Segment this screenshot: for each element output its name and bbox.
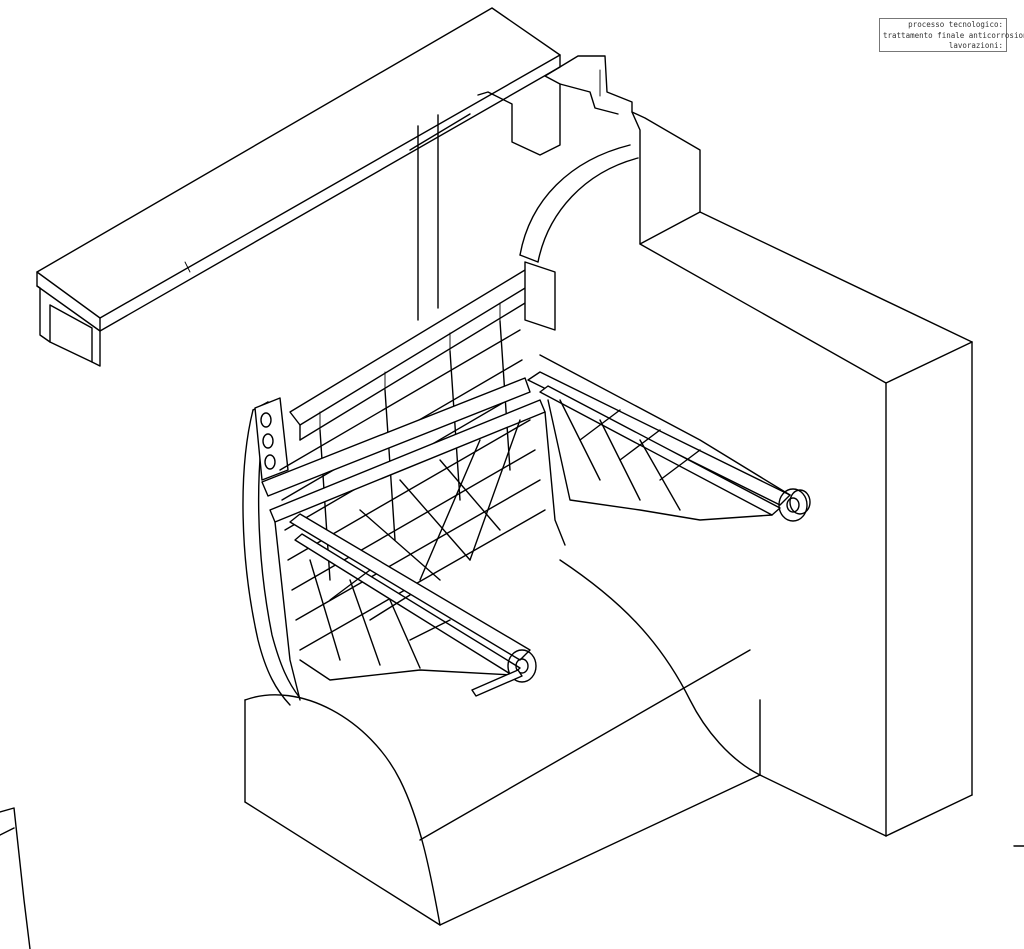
title-block-treatment: trattamento finale anticorrosione:: [883, 30, 1024, 40]
gate-grid: [279, 320, 546, 651]
gate-skin-plate: [242, 397, 301, 706]
concrete-pier: [477, 55, 973, 837]
upper-radial-arm: [527, 354, 811, 522]
title-block: processo tecnologico: trattamento finale…: [879, 18, 1024, 52]
spillway-crest: [244, 559, 761, 926]
gate-top-girder: [289, 261, 556, 441]
gate-bracing: [261, 377, 566, 701]
title-block-process: processo tecnologico:: [908, 20, 1003, 29]
arch-profile: [519, 144, 639, 263]
lower-radial-arm: [289, 513, 537, 697]
edge-fragments: [0, 807, 1024, 949]
title-block-works: lavorazioni:: [948, 41, 1003, 50]
overhead-beam: [36, 7, 561, 367]
